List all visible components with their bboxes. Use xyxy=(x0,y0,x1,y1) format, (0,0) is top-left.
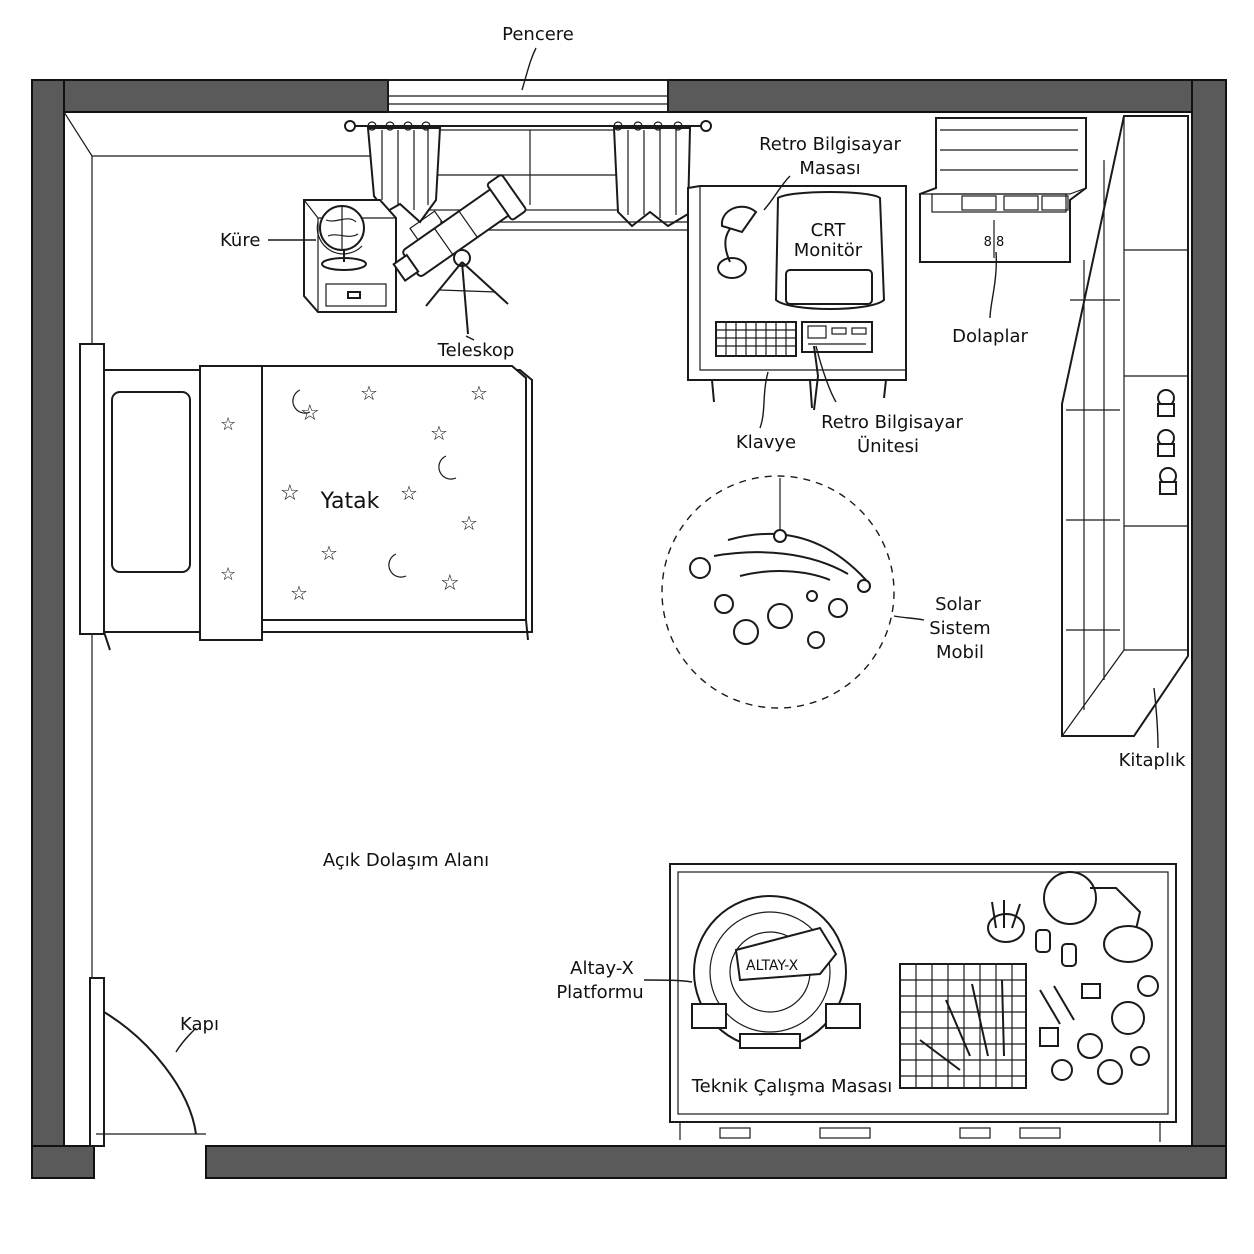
svg-text:☆: ☆ xyxy=(290,581,308,605)
retro-desk-label-line1: Retro Bilgisayar xyxy=(759,134,901,155)
retro-computer-desk: CRT Monitör Retro Bilgisayar Masası Klav… xyxy=(687,134,964,457)
keyboard-label: Klavye xyxy=(736,432,796,453)
planet-icons xyxy=(689,529,871,649)
window-label: Pencere xyxy=(502,24,574,45)
nightstand: Küre xyxy=(220,199,397,313)
computer-unit-icon xyxy=(801,321,873,411)
svg-text:☆: ☆ xyxy=(220,564,236,585)
cabinets-label: Dolaplar xyxy=(952,326,1028,347)
left-wall xyxy=(31,79,65,1179)
platform-ship-name: ALTAY-X xyxy=(746,958,799,974)
work-lamp-icon xyxy=(1043,871,1153,963)
small-parts-icon xyxy=(1035,929,1159,1085)
work-desk-label: Teknik Çalışma Masası xyxy=(691,1076,893,1097)
door-label: Kapı xyxy=(180,1014,219,1035)
bed: ☆ ☆ ☆ ☆ ☆ ☆ ☆ ☆ ☆ ☆ ☆ ☆ Yatak xyxy=(79,343,533,651)
pencil-cup-icon xyxy=(987,900,1025,943)
bottom-wall-left xyxy=(31,1145,95,1179)
toy-figures-icon xyxy=(1157,389,1177,495)
top-wall-right xyxy=(667,79,1227,113)
solar-label-line2: Sistem xyxy=(929,618,990,639)
svg-text:☆: ☆ xyxy=(360,381,378,405)
telescope-icon: Teleskop xyxy=(392,174,527,361)
platform-label-line2: Platformu xyxy=(556,982,643,1003)
crt-monitor: CRT Monitör xyxy=(774,191,886,310)
bookshelf: Kitaplık xyxy=(1061,115,1189,771)
solar-label-line1: Solar xyxy=(935,594,981,615)
svg-text:☆: ☆ xyxy=(300,401,320,426)
retro-unit-label-line2: Ünitesi xyxy=(857,435,919,457)
window: Pencere xyxy=(344,24,712,231)
svg-text:☆: ☆ xyxy=(430,421,448,445)
platform-label-line1: Altay-X xyxy=(570,958,634,979)
telescope-label: Teleskop xyxy=(437,340,515,361)
cabinets: 8 8 Dolaplar xyxy=(919,117,1087,347)
svg-text:☆: ☆ xyxy=(220,414,236,435)
svg-text:☆: ☆ xyxy=(440,571,460,596)
retro-desk-label-line2: Masası xyxy=(799,158,860,179)
svg-text:☆: ☆ xyxy=(460,511,478,535)
crt-label-line2: Monitör xyxy=(794,240,863,261)
crt-label-line1: CRT xyxy=(811,220,847,241)
desk-lamp-icon xyxy=(717,205,758,279)
right-wall xyxy=(1191,79,1227,1179)
technical-work-desk: ALTAY-X Altay-X Platformu xyxy=(556,863,1177,1142)
open-area-label: Açık Dolaşım Alanı xyxy=(323,850,489,871)
cutting-mat xyxy=(899,963,1027,1089)
cabinet-tag: 8 8 xyxy=(984,235,1005,250)
door[interactable]: Kapı xyxy=(89,977,219,1147)
walls xyxy=(31,79,1227,1179)
solar-mobile: Solar Sistem Mobil xyxy=(661,475,991,709)
solar-label-line3: Mobil xyxy=(936,642,984,663)
globe-icon xyxy=(316,205,367,271)
svg-text:☆: ☆ xyxy=(320,541,338,565)
retro-unit-label-line1: Retro Bilgisayar xyxy=(821,412,963,433)
top-wall-left xyxy=(31,79,389,113)
keyboard-icon xyxy=(715,321,797,357)
bottom-wall xyxy=(205,1145,1227,1179)
svg-text:☆: ☆ xyxy=(280,481,300,506)
svg-text:☆: ☆ xyxy=(400,481,418,505)
bookshelf-label: Kitaplık xyxy=(1119,750,1186,771)
star-pattern-icon: ☆ ☆ ☆ ☆ ☆ ☆ ☆ ☆ ☆ ☆ ☆ ☆ xyxy=(220,381,488,605)
globe-label: Küre xyxy=(220,230,260,251)
altay-x-platform: ALTAY-X xyxy=(691,895,861,1049)
svg-text:☆: ☆ xyxy=(470,381,488,405)
bed-label: Yatak xyxy=(320,489,380,514)
